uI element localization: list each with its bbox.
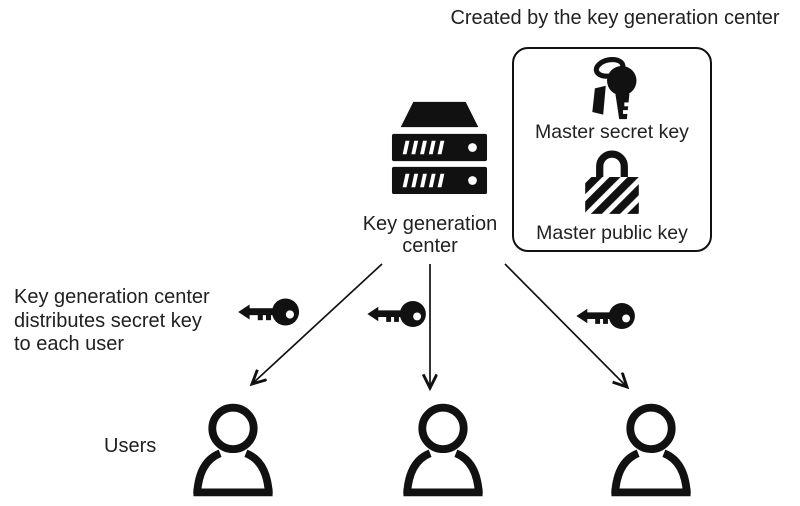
distribution-note-line: to each user	[14, 333, 125, 355]
top-caption: Created by the key generation center	[450, 7, 780, 29]
key-icon	[366, 294, 427, 334]
master-public-key-label: Master public key	[536, 222, 688, 244]
key-with-keyring-icon	[584, 57, 648, 121]
distribution-note: Key generation center distributes secret…	[14, 286, 210, 357]
kgc-box: Master secret key Master public key	[512, 47, 712, 252]
person-icon	[187, 402, 279, 499]
master-secret-key-label: Master secret key	[535, 121, 689, 143]
users-label: Users	[104, 435, 157, 457]
person-icon	[397, 402, 489, 499]
distribution-note-line: distributes secret key	[14, 309, 202, 332]
key-icon	[575, 296, 636, 336]
distribution-note-line: Key generation center	[14, 286, 210, 308]
striped-padlock-icon	[584, 148, 640, 215]
key-icon	[237, 291, 300, 333]
person-icon	[605, 402, 697, 499]
server-rack-icon	[391, 99, 488, 196]
server-label: Key generation center	[362, 213, 498, 257]
